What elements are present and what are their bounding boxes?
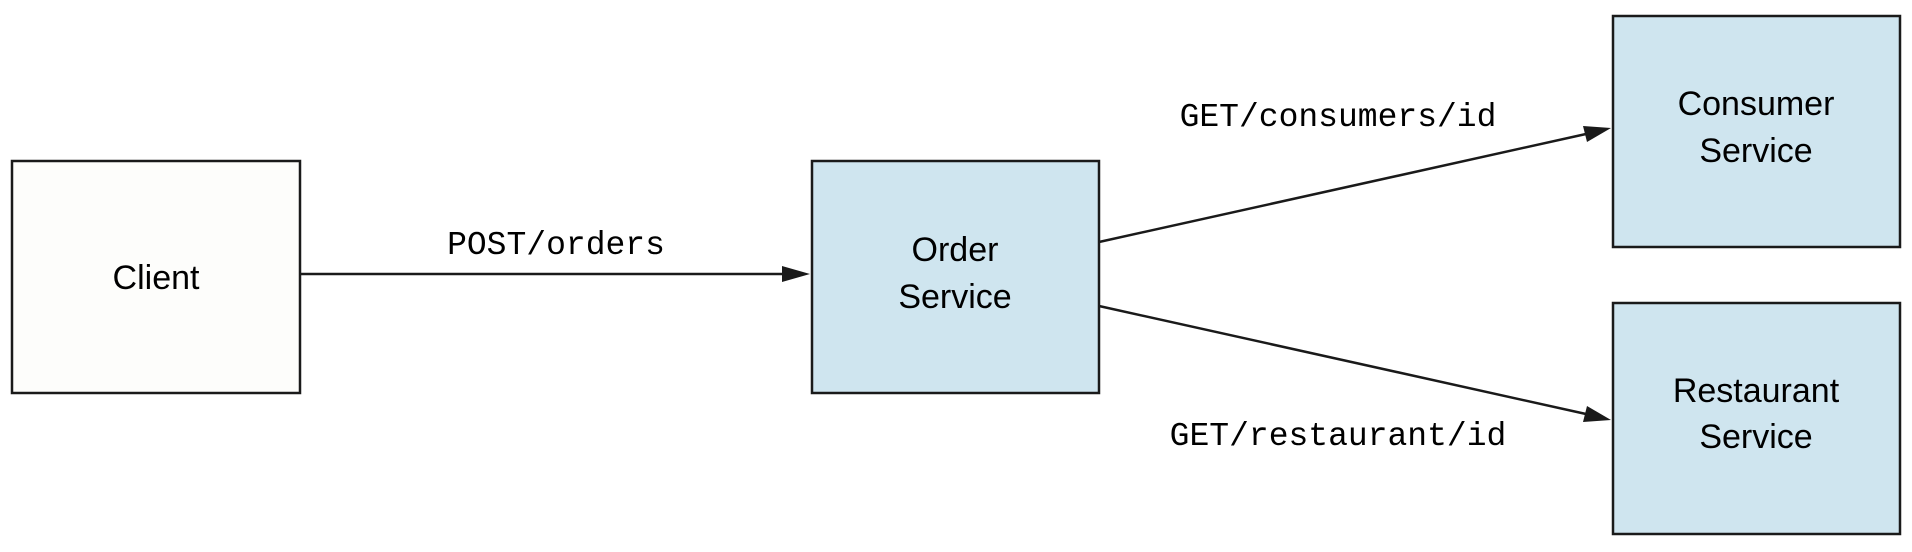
consumer-service-label-line2: Service [1699, 132, 1812, 170]
restaurant-service-label-line2: Service [1699, 418, 1812, 456]
order-service-label-line2: Service [898, 278, 1011, 316]
order-service-box [810, 159, 1101, 395]
consumer-service-label-line1: Consumer [1678, 85, 1835, 123]
client-node: Client [10, 159, 302, 395]
edge-order-to-consumer-line [1098, 132, 1587, 244]
edge-client-to-order-label: POST/orders [447, 227, 665, 264]
edge-order-to-restaurant-line [1098, 304, 1587, 416]
restaurant-service-label-line1: Restaurant [1673, 372, 1840, 410]
edge-order-to-restaurant: GET/restaurant/id [1098, 304, 1611, 455]
edge-order-to-consumer: GET/consumers/id [1098, 99, 1611, 244]
edge-order-to-consumer-arrowhead [1583, 126, 1611, 142]
consumer-service-box [1611, 14, 1902, 249]
order-service-node: Order Service [810, 159, 1101, 395]
client-label: Client [113, 259, 200, 297]
edge-order-to-restaurant-arrowhead [1583, 406, 1611, 422]
edge-client-to-order-arrowhead [782, 266, 810, 282]
edge-order-to-consumer-label: GET/consumers/id [1180, 99, 1497, 136]
order-service-label-line1: Order [912, 231, 999, 269]
restaurant-service-node: Restaurant Service [1611, 301, 1902, 536]
restaurant-service-box [1611, 301, 1902, 536]
client-box [10, 159, 302, 395]
edge-client-to-order: POST/orders [300, 227, 810, 282]
consumer-service-node: Consumer Service [1611, 14, 1902, 249]
edge-order-to-restaurant-label: GET/restaurant/id [1170, 418, 1507, 455]
